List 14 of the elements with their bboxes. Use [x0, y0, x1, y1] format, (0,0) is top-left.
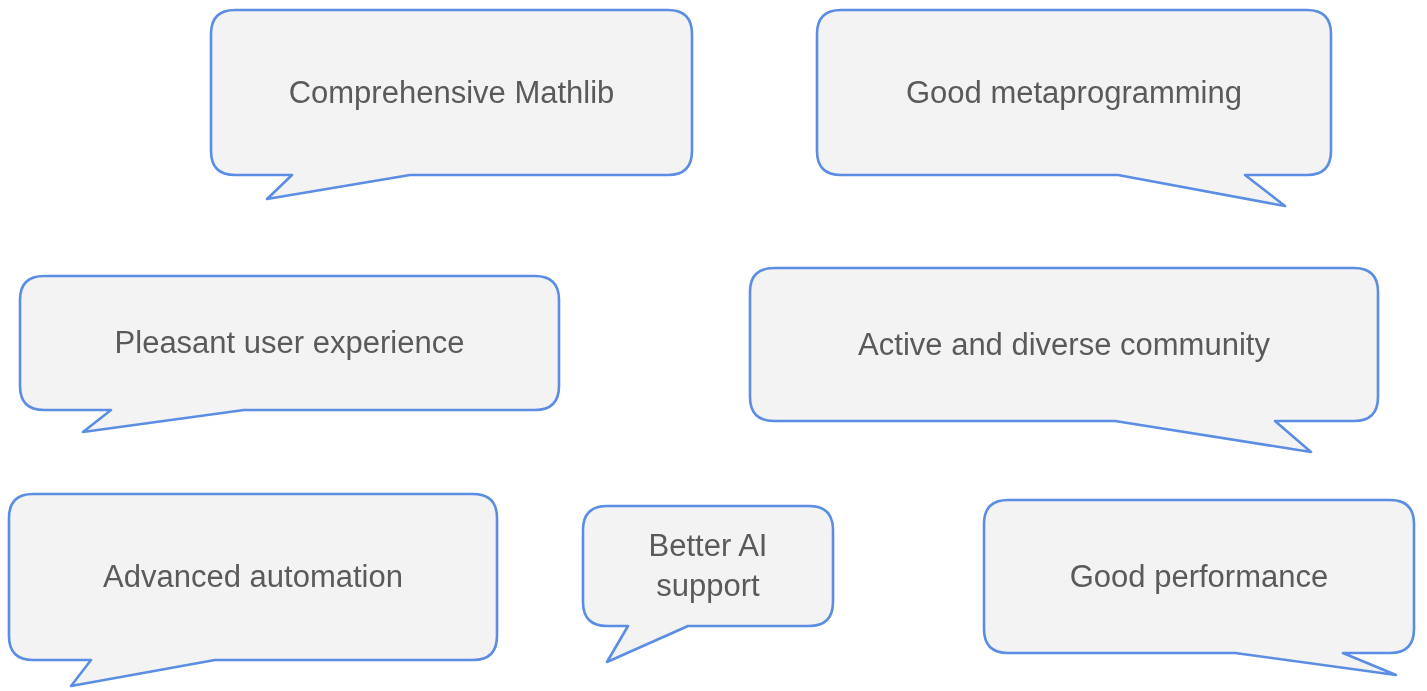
feature-text: Advanced automation [103, 558, 403, 596]
feature-text: Good metaprogramming [906, 73, 1242, 112]
speech-bubble [580, 503, 836, 665]
feature-text: Pleasant user experience [114, 324, 465, 362]
speech-bubble [814, 7, 1334, 209]
speech-bubble [981, 497, 1417, 678]
feature-text: Good performance [1069, 557, 1329, 596]
feature-text: Comprehensive Mathlib [288, 73, 615, 112]
feature-text: Better AI support [647, 527, 769, 605]
speech-bubble [17, 273, 562, 435]
speech-bubble [747, 265, 1381, 455]
speech-bubble [6, 491, 500, 689]
feature-text: Active and diverse community [858, 325, 1270, 364]
speech-bubble [208, 7, 695, 202]
